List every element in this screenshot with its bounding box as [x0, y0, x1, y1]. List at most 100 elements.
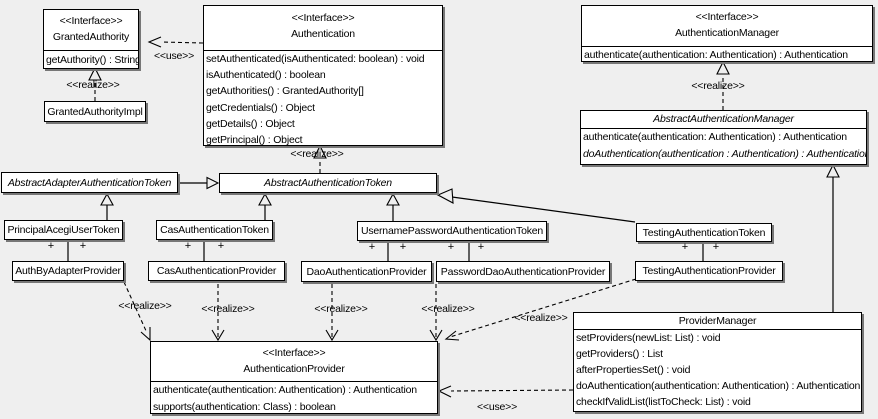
class-name: AbstractAuthenticationToken: [264, 177, 392, 189]
triangle-arrowhead: [313, 144, 327, 159]
association-plus: +: [681, 241, 689, 253]
method: afterPropertiesSet() : void: [576, 364, 691, 376]
class-name: PasswordDaoAuthenticationProvider: [440, 265, 606, 278]
triangle-arrowhead: [100, 192, 114, 206]
method: getProviders() : List: [576, 348, 663, 360]
class-name: AbstractAuthenticationManager: [653, 113, 794, 125]
triangle-arrowhead: [88, 66, 102, 81]
triangle-arrowhead: [386, 192, 400, 206]
open-arrowhead: [147, 36, 162, 48]
class-name: GrantedAuthority: [52, 31, 130, 43]
stereotype-label: <<Interface>>: [695, 11, 759, 23]
association-plus: +: [447, 241, 455, 253]
open-arrowhead: [140, 327, 151, 342]
association-plus: +: [477, 241, 485, 253]
generalization-line: [451, 196, 636, 223]
class-provider-manager[interactable]: ProviderManager setProviders(newList: Li…: [573, 312, 862, 412]
method-list: authenticate(authentication: Authenticat…: [582, 47, 872, 64]
class-name: AbstractAdapterAuthenticationToken: [7, 176, 172, 189]
method: checkIfValidList(listToCheck: List) : vo…: [576, 396, 751, 408]
method-list: getAuthority() : String: [44, 51, 138, 70]
realize-label: <<realize>>: [290, 148, 344, 160]
realize-label: <<realize>>: [66, 79, 120, 91]
triangle-arrowhead: [826, 163, 840, 178]
class-testing-authentication-token[interactable]: TestingAuthenticationToken: [636, 223, 772, 242]
method: getDetails() : Object: [206, 117, 295, 130]
method: getAuthority() : String: [46, 54, 138, 66]
method: authenticate(authentication: Authenticat…: [584, 49, 848, 61]
class-principal-acegi-user-token[interactable]: PrincipalAcegiUserToken: [4, 220, 123, 240]
method: setProviders(newList: List) : void: [576, 332, 721, 344]
class-name: AuthByAdapterProvider: [15, 265, 121, 277]
triangle-arrowhead: [258, 192, 272, 206]
class-authentication[interactable]: <<Interface>> Authentication setAuthenti…: [203, 5, 443, 146]
realize-label: <<realize>>: [314, 303, 368, 315]
class-username-password-authentication-token[interactable]: UsernamePasswordAuthenticationToken: [357, 221, 547, 241]
class-name: AuthenticationProvider: [243, 363, 345, 375]
class-name: PrincipalAcegiUserToken: [7, 224, 120, 236]
realize-label: <<realize>>: [514, 312, 568, 324]
method: getAuthorities() : GrantedAuthority[]: [206, 85, 364, 98]
class-name: TestingAuthenticationProvider: [642, 265, 776, 277]
class-name: UsernamePasswordAuthenticationToken: [360, 225, 544, 237]
method: doAuthentication(authentication: Authent…: [576, 380, 861, 392]
class-name: CasAuthenticationToken: [160, 224, 269, 236]
use-line: [160, 41, 204, 44]
class-name: TestingAuthenticationToken: [642, 226, 766, 239]
method: authenticate(authentication: Authenticat…: [583, 131, 847, 143]
method: authenticate(authentication: Authenticat…: [153, 384, 417, 396]
class-authentication-manager[interactable]: <<Interface>> AuthenticationManager auth…: [581, 5, 873, 62]
class-password-dao-authentication-provider[interactable]: PasswordDaoAuthenticationProvider: [436, 261, 610, 282]
realize-label: <<realize>>: [118, 300, 172, 312]
class-granted-authority-impl[interactable]: GrantedAuthorityImpl: [44, 101, 146, 122]
association-plus: +: [79, 240, 87, 252]
association-plus: +: [712, 241, 720, 253]
use-label: <<use>>: [476, 401, 518, 413]
association-plus: +: [368, 241, 376, 253]
class-cas-authentication-provider[interactable]: CasAuthenticationProvider: [148, 261, 285, 281]
use-label: <<use>>: [153, 50, 195, 62]
class-abstract-adapter-authentication-token[interactable]: AbstractAdapterAuthenticationToken: [1, 172, 178, 193]
class-header: <<Interface>> GrantedAuthority: [44, 10, 138, 51]
stereotype-label: <<Interface>>: [291, 12, 355, 24]
class-abstract-authentication-token[interactable]: AbstractAuthenticationToken: [219, 173, 437, 193]
stereotype-label: <<Interface>>: [262, 347, 326, 359]
class-name: DaoAuthenticationProvider: [306, 265, 427, 278]
open-arrowhead: [444, 330, 460, 341]
realize-label: <<realize>>: [201, 303, 255, 315]
class-name: CasAuthenticationProvider: [156, 265, 277, 277]
class-header: <<Interface>> Authentication: [204, 6, 442, 51]
triangle-arrowhead: [716, 60, 730, 75]
class-testing-authentication-provider[interactable]: TestingAuthenticationProvider: [635, 261, 783, 281]
method: supports(authentication: Class) : boolea…: [153, 400, 336, 413]
class-header: AbstractAuthenticationManager: [581, 111, 866, 129]
class-auth-by-adapter-provider[interactable]: AuthByAdapterProvider: [12, 261, 124, 281]
method-list: setProviders(newList: List) : void getPr…: [574, 330, 861, 410]
realize-line: [449, 278, 637, 338]
class-granted-authority[interactable]: <<Interface>> GrantedAuthority getAuthor…: [43, 9, 139, 69]
class-name: Authentication: [291, 28, 355, 40]
association-plus: +: [184, 240, 192, 252]
open-arrowhead: [325, 329, 339, 342]
realize-label: <<realize>>: [691, 80, 745, 92]
class-header: <<Interface>> AuthenticationManager: [582, 6, 872, 47]
method: getCredentials() : Object: [206, 101, 315, 114]
open-arrowhead: [437, 385, 452, 398]
class-abstract-authentication-manager[interactable]: AbstractAuthenticationManager authentica…: [580, 110, 867, 165]
association-plus: +: [217, 240, 225, 252]
method: setAuthenticated(isAuthenticated: boolea…: [206, 53, 425, 65]
class-header: <<Interface>> AuthenticationProvider: [151, 342, 437, 382]
class-name: GrantedAuthorityImpl: [47, 105, 143, 118]
class-name: AuthenticationManager: [675, 27, 779, 39]
realize-label: <<realize>>: [421, 303, 475, 315]
class-authentication-provider[interactable]: <<Interface>> AuthenticationProvider aut…: [150, 341, 438, 414]
method-list: authenticate(authentication: Authenticat…: [151, 382, 437, 415]
method-list: setAuthenticated(isAuthenticated: boolea…: [204, 51, 442, 148]
use-line: [450, 389, 574, 392]
open-arrowhead: [211, 329, 225, 342]
method: getPrincipal() : Object: [206, 134, 303, 147]
class-cas-authentication-token[interactable]: CasAuthenticationToken: [156, 220, 273, 240]
class-dao-authentication-provider[interactable]: DaoAuthenticationProvider: [301, 261, 432, 282]
